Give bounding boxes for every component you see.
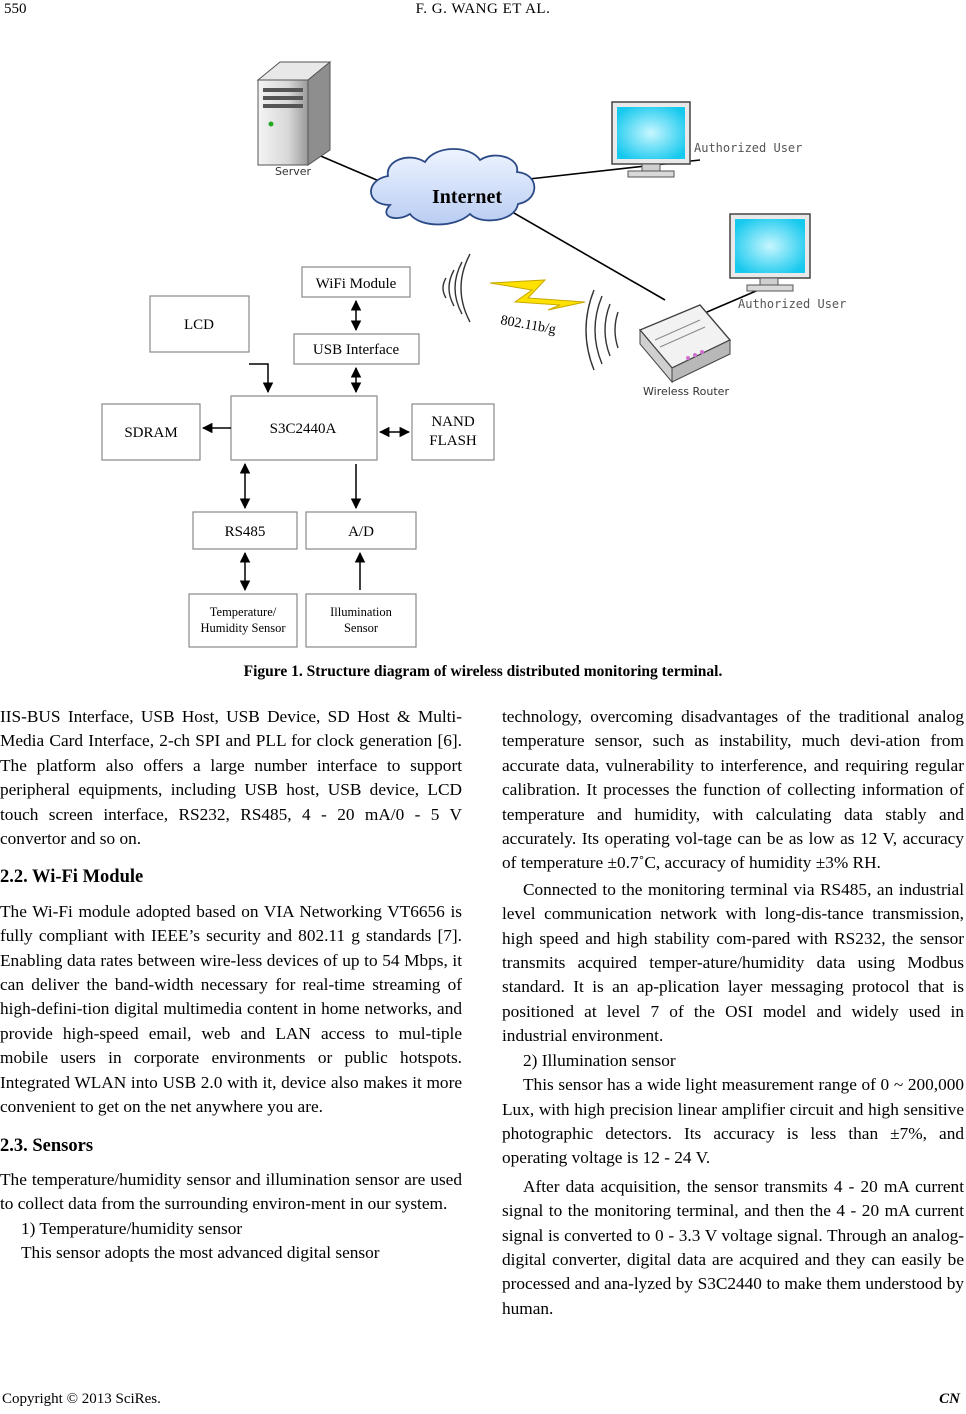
sdram-label: SDRAM — [124, 425, 177, 441]
figure-caption: Figure 1. Structure diagram of wireless … — [243, 663, 723, 680]
temperature-label-line1: Temperature/ — [210, 605, 277, 619]
lcd-label: LCD — [184, 317, 214, 333]
nand-label-line2: FLASH — [429, 433, 477, 449]
internet-label: Internet — [432, 186, 502, 208]
wireless-router-label: Wireless Router — [643, 385, 729, 398]
temperature-label-line2: Humidity Sensor — [200, 621, 286, 635]
paragraph: The temperature/humidity sensor and illu… — [0, 1169, 462, 1214]
monitor-icon-2 — [729, 213, 811, 292]
figure-1: Server Internet Authorized User Authoriz… — [0, 0, 966, 700]
wifi-module-block — [301, 266, 411, 298]
ad-block — [305, 511, 417, 550]
authorized-user-label-1: Authorized User — [694, 141, 802, 155]
protocol-label: 802.11b/g — [499, 313, 557, 337]
paragraph: technology, overcoming disadvantages of … — [502, 707, 964, 873]
left-column: IIS-BUS Interface, USB Host, USB Device,… — [0, 705, 462, 1266]
sdram-block — [101, 403, 201, 461]
structure-diagram: Server Internet Authorized User Authoriz… — [101, 60, 846, 648]
copyright: Copyright © 2013 SciRes. — [2, 1391, 161, 1407]
paragraph: Connected to the monitoring terminal via… — [502, 879, 964, 1046]
page-header: 550 F. G. WANG ET AL. — [0, 0, 966, 26]
rs485-label: RS485 — [225, 524, 266, 540]
paragraph: IIS-BUS Interface, USB Host, USB Device,… — [0, 707, 462, 849]
usb-interface-label: USB Interface — [313, 342, 400, 358]
rs485-block — [192, 511, 298, 550]
section-heading-sensors: 2.3. Sensors — [0, 1135, 94, 1156]
page-number: 550 — [4, 1, 27, 17]
authorized-user-label-2: Authorized User — [738, 297, 846, 311]
illumination-sensor-block — [305, 593, 417, 648]
temperature-sensor-block — [188, 593, 298, 648]
internet-cloud-icon — [370, 148, 536, 226]
server-label: Server — [275, 165, 312, 178]
paragraph: The Wi-Fi module adopted based on VIA Ne… — [0, 901, 462, 1117]
section-heading-wifi: 2.2. Wi-Fi Module — [0, 867, 144, 888]
illumination-label-line2: Sensor — [344, 621, 379, 635]
server-icon — [256, 60, 332, 166]
paragraph: After data acquisition, the sensor trans… — [502, 1176, 964, 1318]
paragraph: This sensor adopts the most advanced dig… — [21, 1243, 380, 1263]
lightning-icon — [489, 279, 586, 311]
paragraph: This sensor has a wide light measurement… — [502, 1075, 964, 1168]
ad-label: A/D — [348, 524, 374, 540]
monitor-icon-1 — [611, 101, 691, 178]
wifi-module-label: WiFi Module — [316, 276, 397, 292]
cpu-label: S3C2440A — [270, 421, 337, 437]
subheading: 1) Temperature/humidity sensor — [21, 1218, 243, 1238]
lcd-block — [149, 295, 250, 353]
subheading: 2) Illumination sensor — [523, 1050, 676, 1070]
nand-label-line1: NAND — [431, 414, 474, 430]
wifi-waves-icon — [442, 253, 619, 371]
running-title: F. G. WANG ET AL. — [415, 1, 551, 17]
cpu-block — [230, 395, 378, 461]
diagram-arrows — [201, 299, 411, 592]
nand-flash-block — [411, 403, 495, 461]
illumination-label-line1: Illumination — [330, 605, 393, 619]
wireless-router-icon — [638, 304, 732, 384]
usb-interface-block — [293, 333, 420, 365]
journal-abbreviation: CN — [939, 1391, 960, 1407]
right-column: technology, overcoming disadvantages of … — [502, 705, 964, 1321]
